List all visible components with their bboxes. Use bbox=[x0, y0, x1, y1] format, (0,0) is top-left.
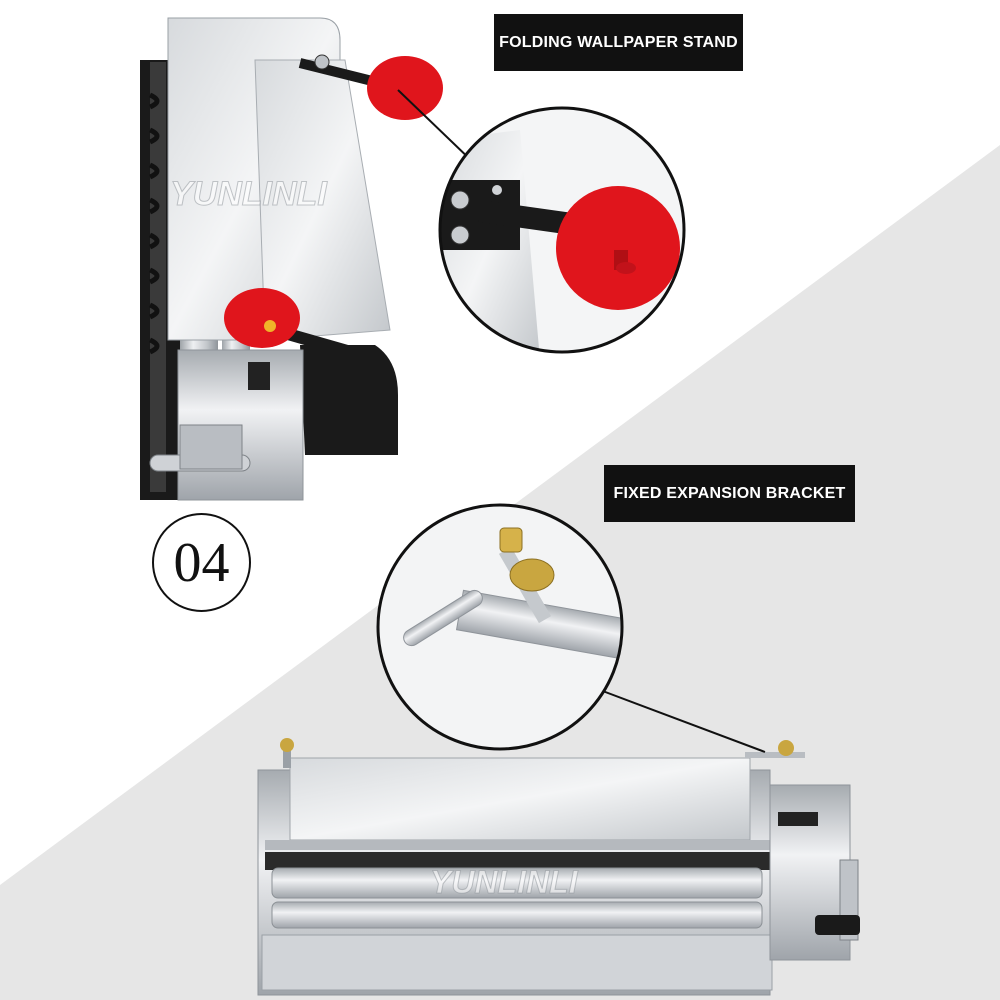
watermark-bottom: YUNLINLI bbox=[430, 864, 579, 900]
watermark-top: YUNLINLI bbox=[170, 175, 328, 213]
zoom-circle-top bbox=[438, 106, 686, 354]
step-number-badge: 04 bbox=[152, 513, 251, 612]
machine-front-view: YUNLINLI bbox=[257, 738, 860, 996]
label-folding-wallpaper-stand: FOLDING WALLPAPER STAND bbox=[494, 14, 743, 71]
label-fixed-expansion-bracket: FIXED EXPANSION BRACKET bbox=[604, 465, 855, 522]
zoom-detail-disc bbox=[440, 108, 684, 352]
machine-top-view: YUNLINLI bbox=[140, 17, 443, 501]
zoom-detail-bracket bbox=[378, 505, 622, 749]
zoom-circle-bottom bbox=[376, 503, 624, 751]
